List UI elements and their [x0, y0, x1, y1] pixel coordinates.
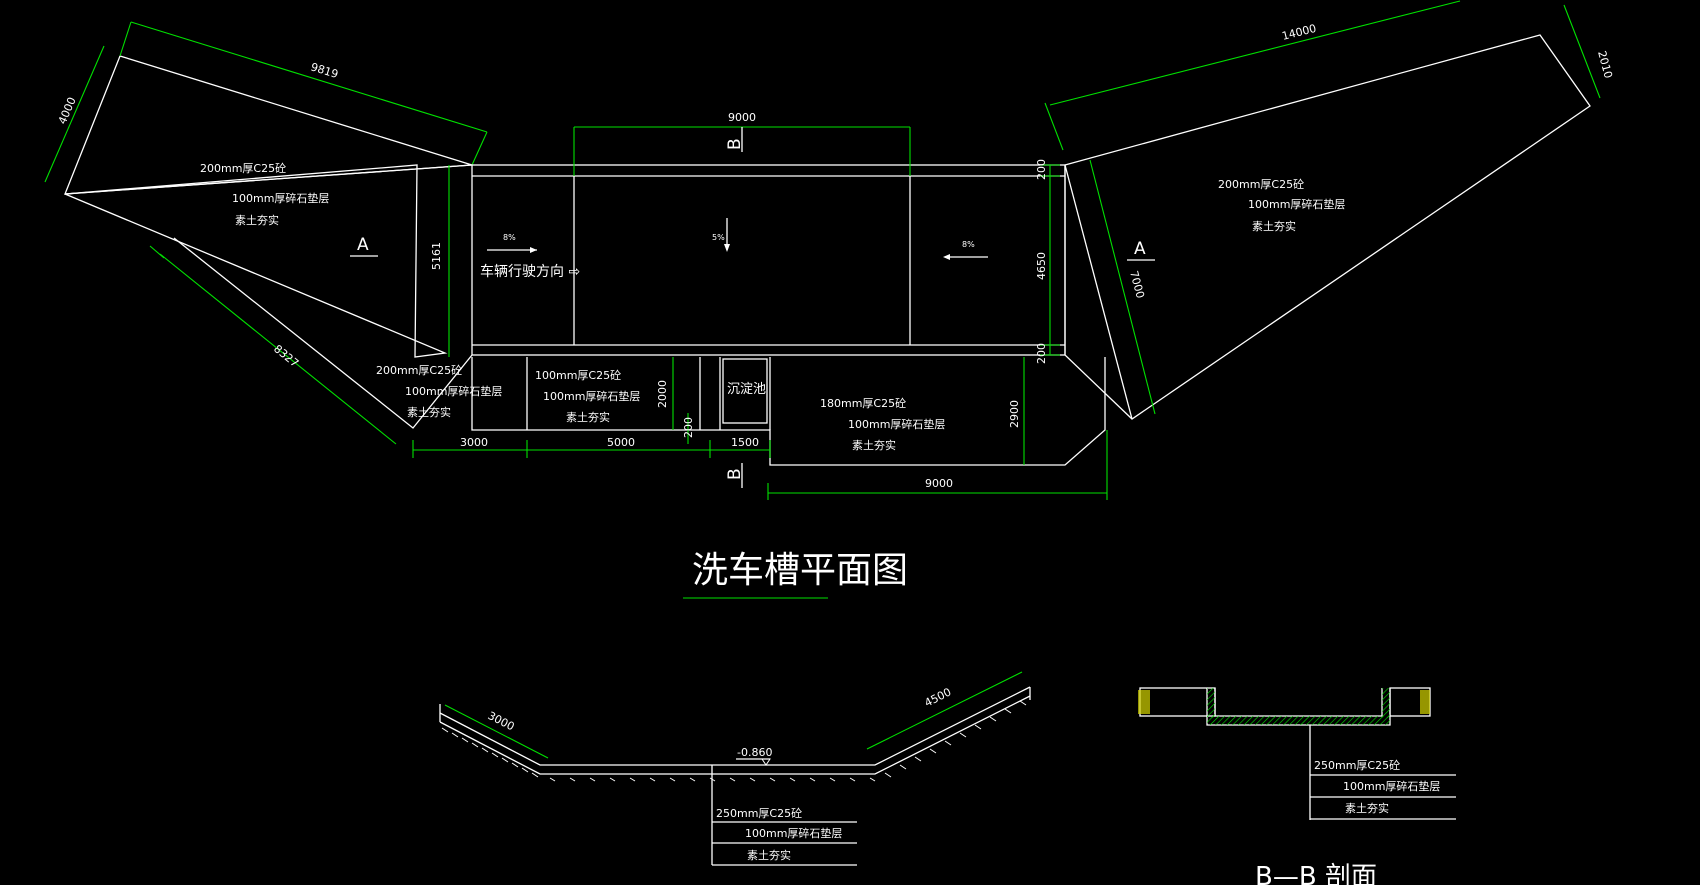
- bottom-mid-layer-1: 100mm厚C25砼: [535, 369, 621, 382]
- bottom-mid-layer-2: 100mm厚碎石垫层: [543, 389, 640, 403]
- section-b-profile: [1138, 687, 1456, 820]
- lower-dimensions: [412, 357, 1108, 500]
- section-a-dimensions: [444, 671, 1023, 759]
- right-wing-outline: [1064, 34, 1591, 420]
- bottom-mid-layer-3: 素土夯实: [566, 410, 610, 424]
- dim-200-lower: 200: [682, 417, 695, 438]
- right-wing-dimensions: [1044, 0, 1601, 415]
- bottom-left-layer-1: 200mm厚C25砼: [376, 364, 462, 377]
- center-basin: [471, 164, 1066, 356]
- right-layer-3: 素土夯实: [1252, 219, 1296, 233]
- left-layer-2: 100mm厚碎石垫层: [232, 191, 329, 205]
- bottom-left-layer-3: 素土夯实: [407, 405, 451, 419]
- slope-center-label: 5%: [712, 233, 725, 242]
- dim-9000-bottom: 9000: [925, 477, 953, 490]
- section-b-title: B—B 剖面: [1255, 862, 1377, 885]
- right-layer-2: 100mm厚碎石垫层: [1248, 197, 1345, 211]
- dim-2010: 2010: [1595, 49, 1615, 79]
- dim-3000: 3000: [460, 436, 488, 449]
- section-b-bottom-label: B: [725, 468, 745, 480]
- bottom-right-layer-2: 100mm厚碎石垫层: [848, 417, 945, 431]
- dim-200-bottom: 200: [1035, 343, 1048, 364]
- dim-5161: 5161: [430, 242, 443, 270]
- bottom-right-layer-3: 素土夯实: [852, 438, 896, 452]
- lower-strip: [471, 357, 1106, 466]
- dim-7000: 7000: [1127, 269, 1147, 299]
- left-wing-dimensions: [44, 21, 488, 445]
- right-layer-1: 200mm厚C25砼: [1218, 178, 1304, 191]
- bottom-left-layer-2: 100mm厚碎石垫层: [405, 384, 502, 398]
- section-b-top-label: B: [725, 138, 745, 150]
- dim-8327: 8327: [271, 342, 301, 370]
- section-b-layer-1: 250mm厚C25砼: [1314, 759, 1400, 772]
- left-layer-1: 200mm厚C25砼: [200, 162, 286, 175]
- left-wing-outline: [64, 55, 473, 429]
- dim-1500: 1500: [731, 436, 759, 449]
- dim-200-top: 200: [1035, 159, 1048, 180]
- section-a-right-label: A: [1134, 239, 1146, 259]
- section-a-layer-1: 250mm厚C25砼: [716, 807, 802, 820]
- section-a-layer-2: 100mm厚碎石垫层: [745, 826, 842, 840]
- section-a-layer-3: 素土夯实: [747, 848, 791, 862]
- dim-9000-top: 9000: [728, 111, 756, 124]
- section-a-left-label: A: [357, 235, 369, 255]
- section-a-profile: [439, 686, 1031, 866]
- section-b-layer-2: 100mm厚碎石垫层: [1343, 779, 1440, 793]
- dim-2000: 2000: [656, 380, 669, 408]
- dim-4650: 4650: [1035, 252, 1048, 280]
- bottom-right-layer-1: 180mm厚C25砼: [820, 397, 906, 410]
- dim-2900: 2900: [1008, 400, 1021, 428]
- dim-5000: 5000: [607, 436, 635, 449]
- section-a-dim-4500: 4500: [922, 685, 953, 709]
- section-b-layer-3: 素土夯实: [1345, 801, 1389, 815]
- section-a-elevation: -0.860: [737, 746, 772, 759]
- dim-4000-left: 4000: [56, 95, 79, 126]
- section-a-dim-3000: 3000: [486, 709, 517, 733]
- slope-left-label: 8%: [503, 233, 516, 242]
- slope-right-label: 8%: [962, 240, 975, 249]
- dim-14000: 14000: [1281, 22, 1318, 43]
- plan-title: 洗车槽平面图: [692, 550, 908, 591]
- direction-label: 车辆行驶方向 ⇨: [480, 263, 580, 280]
- left-layer-3: 素土夯实: [235, 213, 279, 227]
- sediment-tank-label: 沉淀池: [727, 382, 766, 397]
